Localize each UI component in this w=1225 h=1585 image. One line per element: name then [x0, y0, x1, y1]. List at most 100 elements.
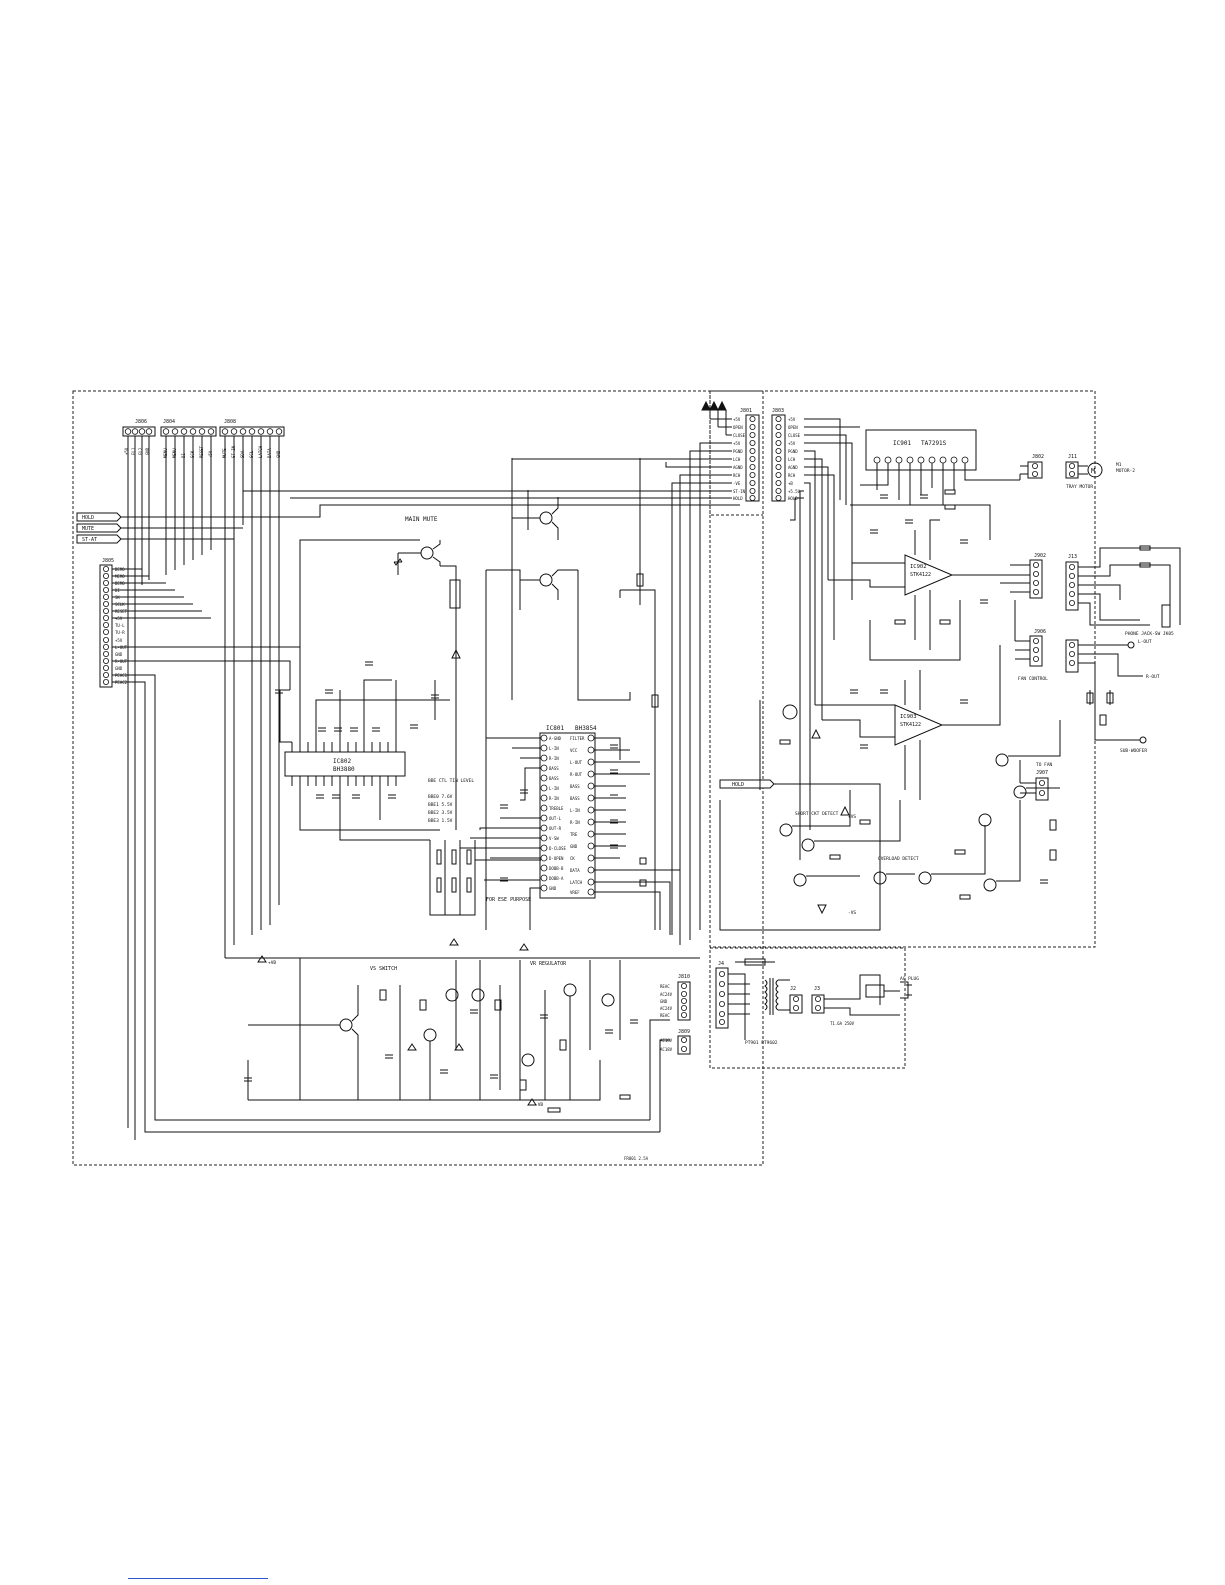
svg-text:FL2: FL2: [138, 447, 143, 455]
svg-text:J803: J803: [772, 408, 784, 414]
svg-text:GND: GND: [115, 666, 123, 671]
svg-text:J2: J2: [790, 986, 796, 992]
svg-text:DATA: DATA: [570, 868, 580, 873]
svg-text:TRE: TRE: [570, 832, 578, 837]
top-connector-bus: [127, 436, 280, 1140]
svg-text:AGND: AGND: [788, 465, 798, 470]
svg-text:OUT-L: OUT-L: [549, 816, 562, 821]
connector-j907: TO FAN J907: [1019, 760, 1053, 801]
svg-text:AC24V: AC24V: [660, 1006, 673, 1011]
svg-text:CLOSE: CLOSE: [788, 433, 801, 438]
ic903: IC903 STK4122: [815, 645, 1001, 800]
svg-text:GND: GND: [145, 447, 150, 455]
power-board-outline: [709, 947, 906, 1069]
svg-text:J804: J804: [163, 419, 175, 425]
power-section: VS SWITCH VR REGULATOR FR801 2.5A: [225, 938, 700, 1161]
svg-text:GND: GND: [660, 999, 668, 1004]
svg-text:R-IN: R-IN: [549, 796, 559, 801]
for-ese-label: FOR ESE PURPOSE: [486, 897, 531, 903]
ese-resistor-network: [429, 840, 541, 916]
svg-text:ST-IN: ST-IN: [733, 489, 746, 494]
footer-link-underline[interactable]: [128, 1578, 268, 1579]
svg-text:CK: CK: [570, 856, 575, 861]
svg-text:TRAY MOTOR: TRAY MOTOR: [1066, 484, 1093, 490]
svg-text:AC18V: AC18V: [660, 1047, 673, 1052]
svg-text:BH3880: BH3880: [333, 766, 355, 773]
svg-text:SUB-WOOFER: SUB-WOOFER: [1120, 748, 1147, 754]
svg-text:J906: J906: [1034, 629, 1046, 635]
svg-text:+5V: +5V: [115, 638, 123, 643]
svg-text:+5V: +5V: [733, 441, 741, 446]
svg-text:HOLD: HOLD: [733, 496, 743, 501]
ic801: IC801 BH3854 A-GND L-IN R-IN BASS BASS L…: [460, 725, 681, 940]
svg-text:FR801 2.5A: FR801 2.5A: [624, 1156, 649, 1161]
main-mute-section: MAIN MUTE: [299, 516, 461, 830]
svg-text:IC801: IC801: [546, 725, 564, 732]
svg-text:L-IN: L-IN: [549, 786, 559, 791]
svg-text:IC901: IC901: [893, 440, 911, 447]
svg-text:FILTER: FILTER: [570, 736, 585, 741]
svg-text:D-OPEN: D-OPEN: [549, 856, 564, 861]
svg-text:+VB: +VB: [268, 960, 276, 966]
bbe-level-table: BBE CTL TIN LEVEL BBE0 7.6V BBE1 5.5V BB…: [428, 778, 474, 824]
j806-ref: J806: [135, 419, 147, 425]
svg-text:TREBLE: TREBLE: [549, 806, 564, 811]
svg-text:MAIN MUTE: MAIN MUTE: [405, 516, 438, 523]
svg-text:TO FAN: TO FAN: [1036, 762, 1053, 768]
svg-text:J4: J4: [718, 961, 724, 967]
connector-j805: J805 DEMO MEMO DEMO DI SK SCLK RESET +5V…: [99, 558, 660, 1133]
ic901: IC901 TA7291S: [850, 429, 1020, 540]
svg-text:L-IN: L-IN: [549, 746, 559, 751]
svg-text:+5.5V: +5.5V: [788, 489, 801, 494]
svg-text:A-GND: A-GND: [549, 736, 562, 741]
svg-text:HOLD: HOLD: [82, 515, 94, 521]
svg-text:BASS: BASS: [570, 784, 580, 789]
svg-text:OVERLOAD DETECT: OVERLOAD DETECT: [878, 856, 919, 862]
svg-text:IC802: IC802: [333, 758, 351, 765]
ic802: IC802 BH3880: [279, 679, 450, 841]
amp-detect-section: HOLD SHORT CKT DETECT OVERLOAD DETECT: [719, 700, 1061, 931]
svg-text:REAC: REAC: [660, 984, 670, 989]
svg-text:HOLD: HOLD: [788, 496, 798, 501]
q801-area: [485, 458, 659, 930]
svg-text:+5V: +5V: [788, 441, 796, 446]
svg-text:BBE3 1.5V: BBE3 1.5V: [428, 818, 453, 824]
svg-text:VS SWITCH: VS SWITCH: [370, 966, 397, 972]
svg-text:GND: GND: [549, 886, 557, 891]
main-board-outline: [72, 390, 764, 1166]
svg-text:PGND: PGND: [788, 449, 798, 454]
svg-text:AGND: AGND: [733, 465, 743, 470]
svg-text:L-OUT: L-OUT: [1138, 639, 1152, 645]
svg-text:BBE0 7.6V: BBE0 7.6V: [428, 794, 453, 800]
power-board: J4 PT901 PT9602 J2 J3 AC PLUG T1.6A 250V: [715, 958, 919, 1046]
rail-labels: +VB -VB -VS +VS: [268, 814, 856, 1108]
svg-text:BASS: BASS: [549, 766, 559, 771]
svg-text:TU-L: TU-L: [115, 623, 125, 628]
svg-text:AC18V: AC18V: [660, 1038, 673, 1043]
svg-text:CLOSE: CLOSE: [733, 433, 746, 438]
svg-text:MUTE: MUTE: [82, 526, 94, 532]
svg-text:TU-R: TU-R: [115, 630, 125, 635]
connector-j810: J810 REAC AC24V GND AC24V REAC: [660, 974, 691, 1021]
svg-text:OPEN: OPEN: [733, 425, 743, 430]
svg-text:J13: J13: [1068, 554, 1077, 560]
svg-text:J808: J808: [224, 419, 236, 425]
svg-text:V-SW: V-SW: [549, 836, 559, 841]
svg-text:GND: GND: [570, 844, 578, 849]
svg-text:TA7291S: TA7291S: [921, 440, 947, 447]
svg-text:GND: GND: [115, 652, 123, 657]
tray-motor: J11 M M1 MOTOR-2 TRAY MOTOR: [1065, 454, 1135, 490]
svg-text:+VS: +VS: [848, 814, 856, 820]
svg-text:+5V: +5V: [124, 447, 129, 455]
svg-text:BASS: BASS: [570, 796, 580, 801]
svg-text:VCC: VCC: [570, 748, 578, 753]
svg-text:VREF: VREF: [570, 890, 580, 895]
amp-board-notch: [709, 391, 763, 516]
svg-text:J810: J810: [678, 974, 690, 980]
motor-glyph: M: [1091, 467, 1095, 475]
svg-text:BBE2 3.5V: BBE2 3.5V: [428, 810, 453, 816]
connector-j804: J804 MENU MENU DI SCK RESET +5V: [160, 419, 217, 458]
svg-text:D-CLOSE: D-CLOSE: [549, 846, 566, 851]
connector-j13: J13 PHONE JACK-SW JK05: [1065, 545, 1181, 637]
svg-text:RCH: RCH: [733, 473, 741, 478]
